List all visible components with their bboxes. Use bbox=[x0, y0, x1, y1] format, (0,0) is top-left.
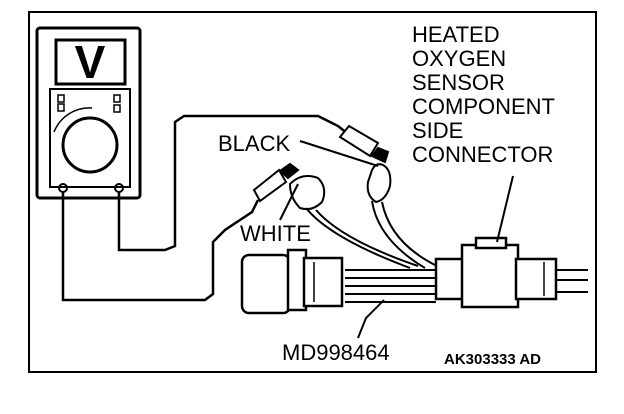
multimeter-body bbox=[35, 26, 142, 200]
right-connector-cap-left bbox=[434, 257, 466, 301]
range-arc bbox=[53, 107, 93, 133]
multimeter-display bbox=[54, 38, 127, 86]
probe-wires bbox=[305, 200, 436, 269]
range-mark-top-left bbox=[57, 94, 65, 103]
black-label-leader bbox=[299, 140, 379, 167]
rotary-selector-knob bbox=[61, 116, 119, 174]
black-probe-boot bbox=[366, 163, 392, 204]
right-connector-latch bbox=[474, 236, 508, 250]
black-test-probe bbox=[338, 124, 392, 204]
black-wire-label: BLACK bbox=[218, 131, 290, 156]
left-connector-collar bbox=[302, 256, 344, 308]
tool-label-leader bbox=[357, 299, 385, 339]
sensor-label-line-2: OXYGEN bbox=[412, 46, 506, 71]
white-probe-wire-a bbox=[305, 207, 411, 269]
right-connector-body bbox=[460, 243, 520, 309]
range-mark-top-right bbox=[113, 94, 121, 103]
range-mark-mid-right bbox=[113, 104, 121, 113]
black-probe-wire-b bbox=[381, 201, 436, 266]
black-probe-clip bbox=[370, 146, 390, 164]
sensor-label-line-6: CONNECTOR bbox=[412, 142, 553, 167]
black-probe-handle bbox=[338, 124, 380, 158]
sensor-label-line-3: SENSOR bbox=[412, 70, 505, 95]
white-wire-label: WHITE bbox=[240, 221, 311, 246]
lead-left-to-white-probe bbox=[61, 192, 260, 302]
multimeter-range-area bbox=[49, 88, 131, 188]
right-connector bbox=[434, 236, 558, 309]
black-probe-wire-a bbox=[371, 200, 426, 269]
meter-display-symbol: V bbox=[75, 36, 106, 88]
sensor-label-line-5: SIDE bbox=[412, 118, 463, 143]
harness bbox=[345, 269, 588, 303]
sensor-label-line-4: COMPONENT bbox=[412, 94, 555, 119]
multimeter bbox=[35, 26, 142, 200]
lead-right-to-black-probe bbox=[117, 114, 349, 252]
left-connector-plug bbox=[240, 253, 292, 315]
right-connector-cap-right bbox=[514, 257, 558, 301]
sensor-label-line-1: HEATED bbox=[412, 22, 500, 47]
leader-lines bbox=[279, 140, 514, 339]
meter-leads bbox=[61, 114, 349, 302]
white-probe-wire-b bbox=[315, 209, 419, 267]
range-mark-mid-left bbox=[57, 103, 65, 112]
white-probe-boot bbox=[288, 175, 326, 211]
left-connector bbox=[240, 248, 344, 315]
diagram-frame bbox=[28, 11, 597, 373]
white-probe-handle bbox=[252, 168, 288, 203]
white-label-leader bbox=[279, 183, 299, 221]
connector-label-leader bbox=[496, 175, 514, 243]
white-probe-clip bbox=[278, 162, 300, 180]
figure-code-label: AK303333 AD bbox=[444, 351, 541, 368]
tool-number-label: MD998464 bbox=[282, 340, 390, 365]
